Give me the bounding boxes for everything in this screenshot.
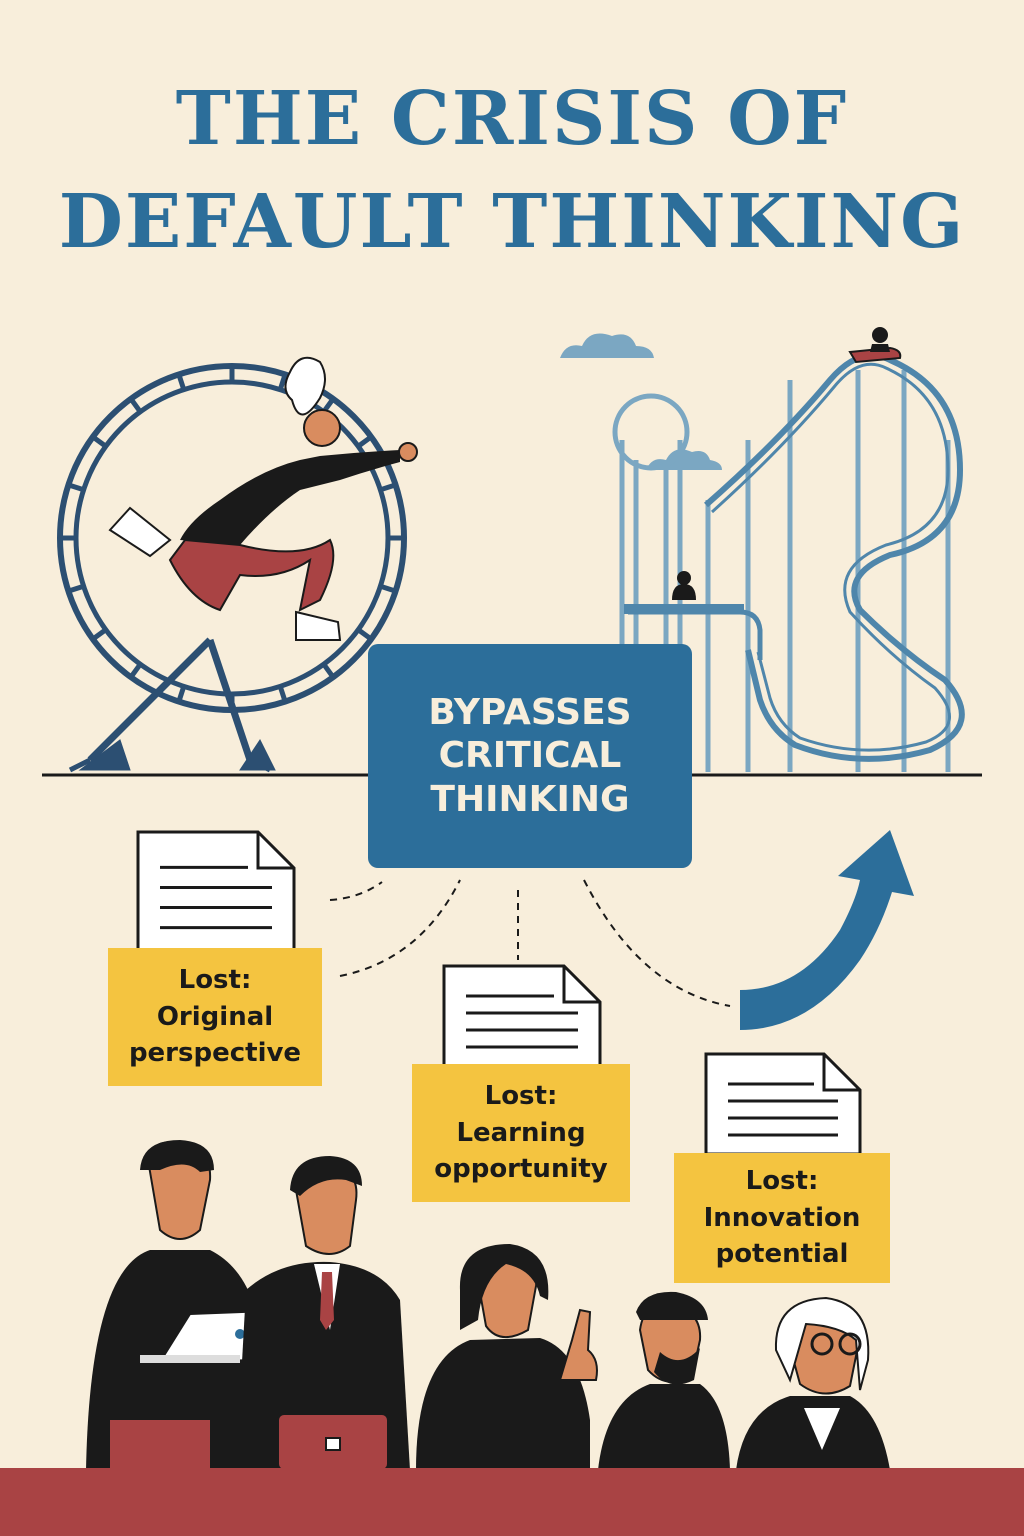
card-text: Innovation — [703, 1202, 861, 1233]
card-text: Original — [156, 1001, 274, 1032]
card-heading: Lost: — [484, 1081, 558, 1112]
document-icon — [704, 1052, 862, 1156]
lost-original-perspective-card: Lost: Original perspective — [108, 948, 322, 1086]
document-icon — [136, 830, 296, 952]
document-page — [136, 830, 296, 952]
central-box-line-1: BYPASSES — [428, 692, 632, 734]
wheel-rung — [277, 685, 288, 703]
card-heading: Lost: — [178, 965, 252, 996]
document-page — [442, 964, 602, 1068]
wheel-rung — [91, 627, 108, 642]
title-line-1: THE CRISIS OF — [175, 76, 849, 162]
document-fold — [562, 966, 600, 1004]
hamster-wheel-icon — [57, 363, 407, 773]
cloud-icon — [560, 333, 654, 358]
wheel-rung — [176, 685, 187, 703]
bypass-critical-thinking-box: BYPASSES CRITICAL THINKING — [368, 644, 692, 868]
footer-bar — [0, 1468, 1024, 1536]
station-figure-icon — [672, 571, 696, 600]
wheel-rung — [379, 482, 397, 493]
wheel-rung — [67, 583, 85, 594]
wheel-rung — [91, 434, 108, 449]
dashed-connectors — [329, 879, 731, 1007]
wheel-rung — [321, 662, 336, 679]
coaster-car-icon — [848, 327, 902, 364]
arrow-up-icon — [740, 830, 914, 1030]
card-text: Learning — [456, 1117, 586, 1148]
wheel-rung — [128, 397, 143, 414]
card-text: potential — [715, 1239, 849, 1270]
runner-figure — [108, 356, 418, 641]
lost-learning-opportunity-card: Lost: Learning opportunity — [412, 1064, 630, 1202]
card-heading: Lost: — [745, 1166, 819, 1197]
person-in-suit — [236, 1156, 410, 1471]
card-text: opportunity — [434, 1154, 608, 1185]
wheel-rung — [379, 583, 397, 594]
central-box-line-2: CRITICAL — [438, 735, 622, 777]
wheel-rung — [67, 482, 85, 493]
document-icon — [442, 964, 602, 1068]
older-woman-figure — [736, 1296, 890, 1470]
people-group — [86, 1140, 890, 1471]
title-line-2: DEFAULT THINKING — [58, 179, 966, 265]
lost-innovation-potential-card: Lost: Innovation potential — [674, 1153, 890, 1283]
document-fold — [822, 1054, 860, 1092]
coaster-platform — [624, 604, 744, 614]
central-box-line-3: THINKING — [430, 778, 630, 820]
wheel-rung — [356, 434, 373, 449]
document-page — [704, 1052, 862, 1156]
wheel-rung — [356, 627, 373, 642]
wheel-rung — [128, 662, 143, 679]
card-text: perspective — [128, 1038, 302, 1069]
wheel-rung — [176, 373, 187, 391]
document-fold — [256, 832, 294, 870]
woman-figure — [416, 1244, 598, 1470]
wheel-rung — [277, 373, 288, 391]
bearded-man-figure — [598, 1291, 730, 1470]
